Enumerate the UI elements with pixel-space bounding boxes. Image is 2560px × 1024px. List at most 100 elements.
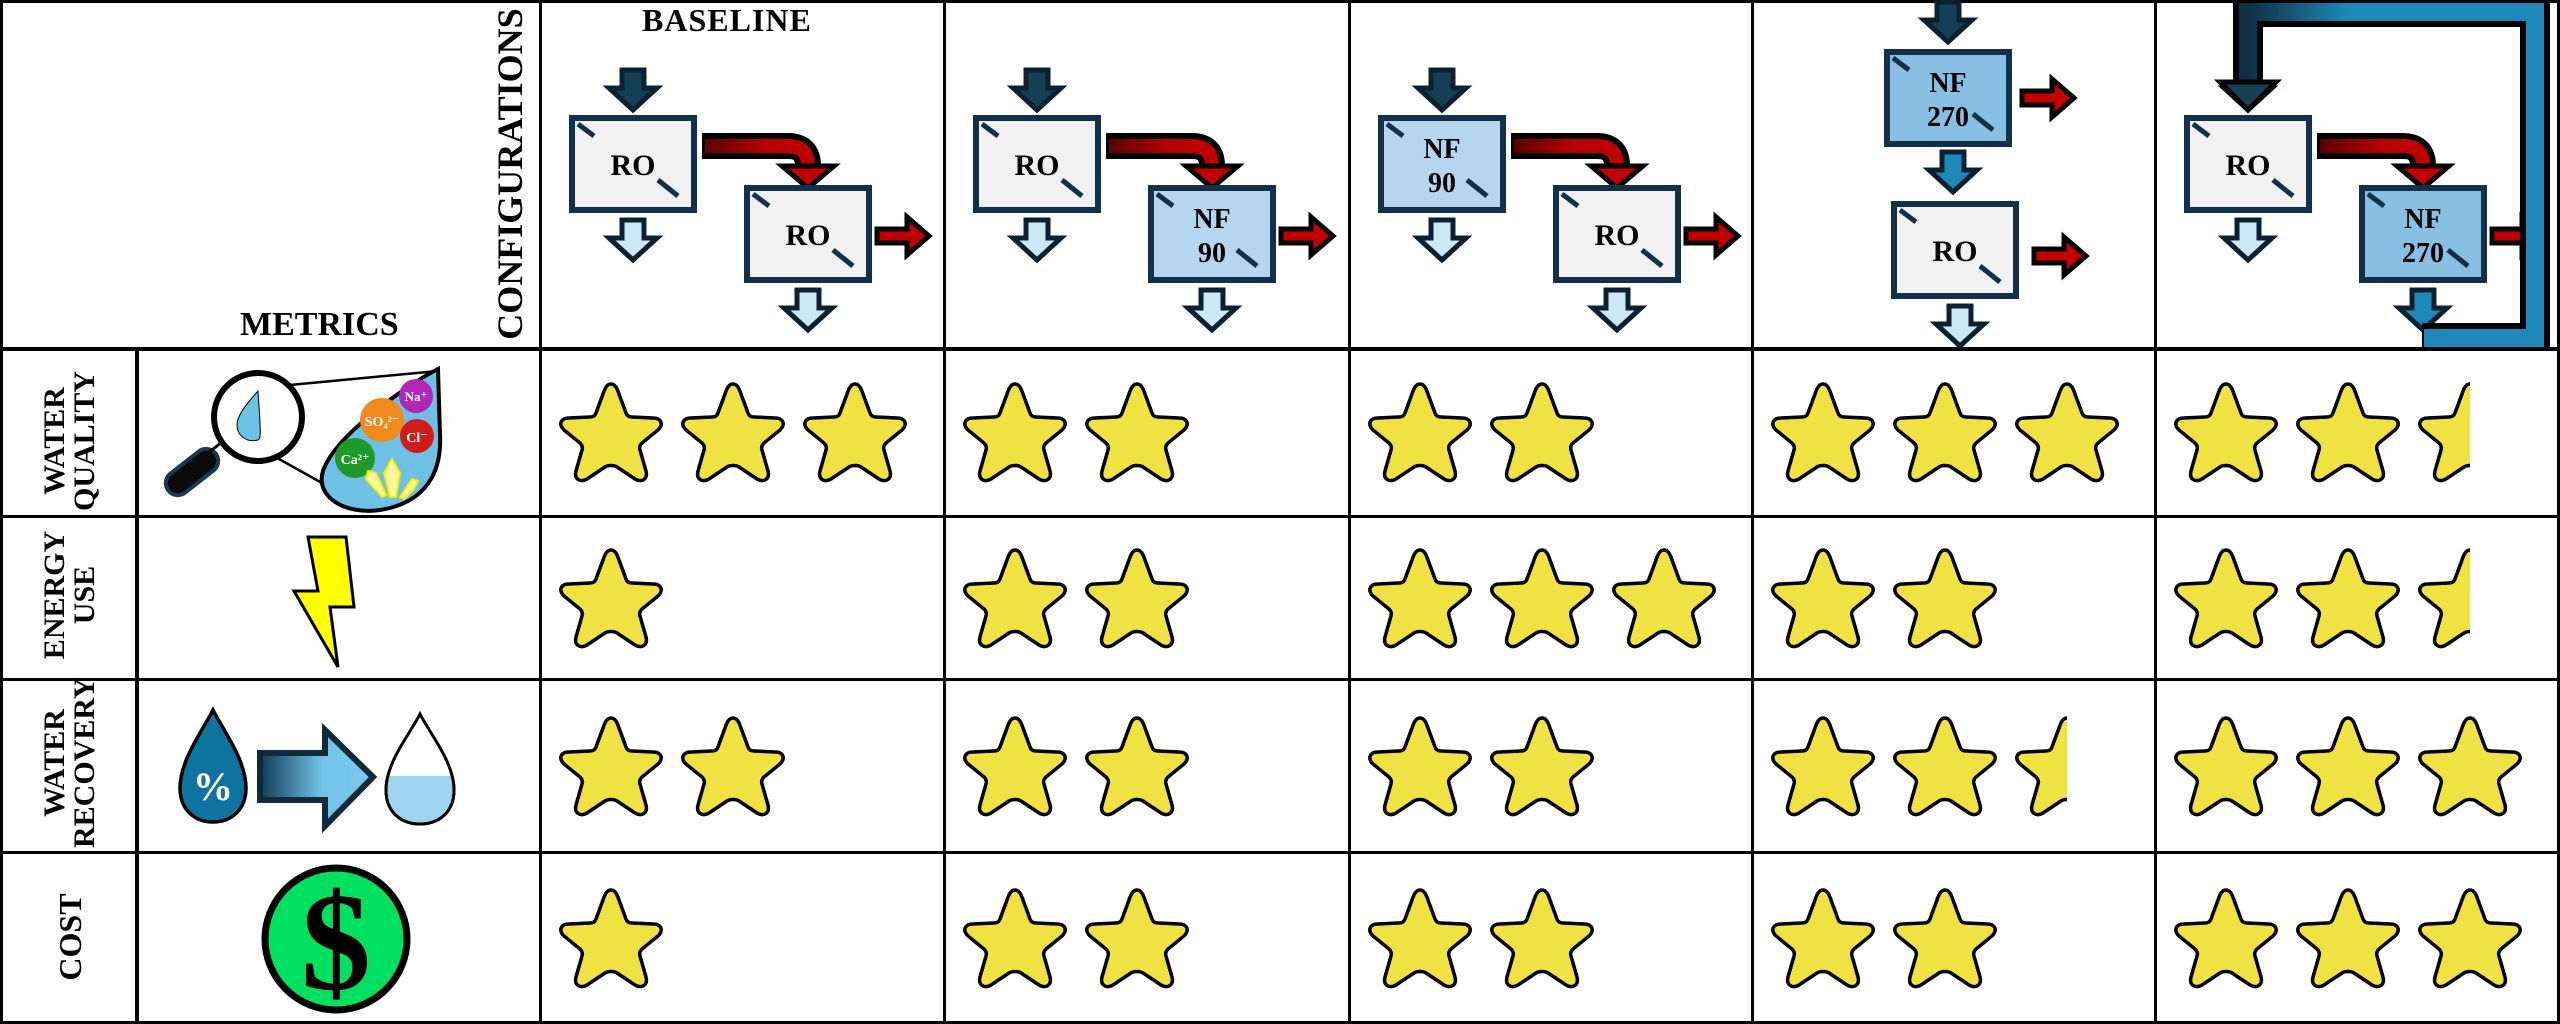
lightning-bolt-icon — [291, 535, 356, 668]
dollar-symbol: $ — [301, 865, 371, 1015]
membrane-mark — [1465, 178, 1489, 198]
star-icon — [2417, 714, 2523, 818]
star-rating-cell — [962, 380, 1190, 484]
feed-arrow-icon — [1411, 67, 1473, 114]
half-full-water-level — [384, 776, 456, 826]
star-rating-cell — [2173, 714, 2523, 818]
permeate-arrow-icon — [1181, 287, 1243, 334]
concentrate-arrow-head — [775, 163, 841, 192]
concentrate-arrow-head — [2390, 163, 2456, 192]
dollar-coin-icon: $ — [261, 864, 411, 1015]
metric-label-cost: COST — [52, 852, 88, 1022]
membrane-mark — [2366, 192, 2386, 208]
star-icon — [962, 546, 1068, 650]
ion-sulfate — [360, 398, 404, 442]
star-icon — [558, 714, 664, 818]
star-icon — [2173, 546, 2279, 650]
star-icon — [1770, 714, 1876, 818]
feed-arrow-icon — [1917, 0, 1979, 46]
star-rating-cell — [2173, 380, 2470, 484]
star-rating-cell — [1367, 380, 1595, 484]
star-rating-cell — [1770, 380, 2120, 484]
table-border-bottom — [0, 1021, 2560, 1024]
star-icon — [2295, 714, 2401, 818]
permeate-arrow-icon — [2217, 217, 2279, 264]
column-divider — [1751, 0, 1754, 1024]
star-icon — [1892, 546, 1998, 650]
star-icon — [1892, 380, 1998, 484]
star-rating-cell — [1770, 714, 2067, 818]
recycle-pipe — [2239, 3, 2544, 347]
star-icon — [1770, 380, 1876, 484]
membrane-mark — [751, 192, 771, 208]
metrics-header: METRICS — [240, 306, 399, 343]
membrane-mark — [2271, 178, 2295, 198]
membrane-mark — [1155, 192, 1175, 208]
membrane-mark — [2446, 248, 2470, 268]
star-rating-cell — [558, 546, 664, 650]
star-rating-cell — [558, 380, 908, 484]
star-icon — [1770, 546, 1876, 650]
star-icon — [962, 886, 1068, 990]
concentrate-outlet-arrow-icon — [2019, 73, 2078, 123]
feed-arrow-icon — [1006, 67, 1068, 114]
star-rating-cell — [558, 714, 786, 818]
star-icon — [1367, 546, 1473, 650]
ion-sodium — [399, 379, 433, 413]
label-line: USE — [68, 565, 101, 625]
star-rating-cell — [2173, 546, 2470, 650]
column-divider — [539, 0, 542, 1024]
metric-label-energy-use: ENERGY USE — [38, 510, 101, 680]
table-border-top — [0, 0, 2560, 3]
concentrate-arrow-head — [1179, 163, 1245, 192]
permeate-arrow-icon — [2392, 287, 2454, 334]
star-rating-cell — [558, 886, 664, 990]
column-divider — [943, 0, 946, 1024]
star-icon — [2173, 886, 2279, 990]
star-icon — [1367, 886, 1473, 990]
percent-symbol: % — [193, 764, 233, 809]
star-icon — [1367, 380, 1473, 484]
star-icon — [1892, 714, 1998, 818]
concentrate-outlet-arrow-icon — [2031, 231, 2090, 281]
ion-calcium — [335, 438, 375, 478]
recycle-arrow-head — [2213, 79, 2283, 114]
column-divider — [2154, 0, 2157, 1024]
unit-label: 90 — [1428, 168, 1456, 199]
membrane-mark — [1640, 248, 1664, 268]
label-line: COST — [52, 893, 88, 981]
label-line: QUALITY — [68, 370, 101, 512]
star-icon — [962, 380, 1068, 484]
ion-chloride — [400, 419, 434, 453]
star-icon — [1770, 886, 1876, 990]
star-icon — [2295, 546, 2401, 650]
feed-arrow-icon — [602, 67, 664, 114]
crystals-icon — [364, 456, 420, 501]
row-divider — [0, 678, 2560, 681]
star-icon — [2173, 714, 2279, 818]
star-icon — [1489, 886, 1595, 990]
magnifier-water-drop-ions-icon: SO₄²⁻ Na⁺ Cl⁻ Ca²⁺ — [163, 365, 443, 513]
membrane-mark — [1560, 192, 1580, 208]
permeate-arrow-icon — [1929, 303, 1991, 348]
membrane-mark — [1060, 178, 1084, 198]
star-rating-cell — [1770, 886, 1998, 990]
star-rating-cell — [1367, 546, 1717, 650]
ion-sodium-label: Na⁺ — [405, 389, 428, 404]
row-divider — [0, 515, 2560, 518]
star-icon — [2173, 380, 2279, 484]
percent-water-drop — [178, 706, 248, 824]
table-border-left — [0, 0, 3, 1024]
star-rating-cell — [962, 546, 1190, 650]
unit-label: RO — [786, 219, 831, 252]
recovery-arrow — [257, 722, 378, 834]
permeate-arrow-icon — [1006, 217, 1068, 264]
star-icon — [558, 380, 664, 484]
membrane-mark — [1978, 264, 2002, 284]
star-icon — [1084, 886, 1190, 990]
star-icon — [558, 546, 664, 650]
membrane-mark — [1385, 122, 1405, 138]
concentrate-outlet-arrow-icon — [1683, 211, 1742, 261]
star-icon — [802, 380, 908, 484]
